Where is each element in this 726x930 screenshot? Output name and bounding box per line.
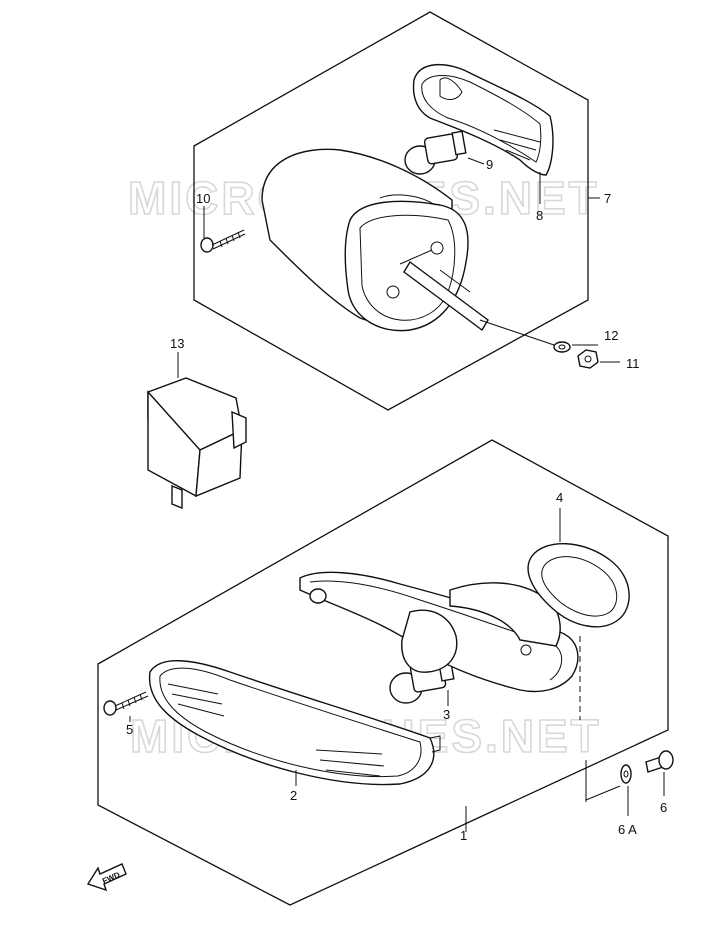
label-10: 10 xyxy=(196,191,210,206)
upper-assembly-frame xyxy=(193,11,589,411)
label-2: 2 xyxy=(290,788,297,803)
lower-assembly-frame xyxy=(97,439,669,906)
fwd-arrow-icon: FWD xyxy=(86,863,127,892)
label-4: 4 xyxy=(556,490,563,505)
label-5: 5 xyxy=(126,722,133,737)
label-8: 8 xyxy=(536,208,543,223)
lower-bolt[interactable] xyxy=(645,750,674,773)
label-13: 13 xyxy=(170,336,184,351)
label-11: 11 xyxy=(626,356,640,371)
lower-lens[interactable] xyxy=(148,660,441,786)
flasher-relay[interactable] xyxy=(147,352,247,510)
label-12: 12 xyxy=(604,328,618,343)
lower-gasket[interactable] xyxy=(527,543,630,628)
lower-leaders xyxy=(129,508,665,832)
upper-washer[interactable] xyxy=(553,341,571,353)
label-7: 7 xyxy=(604,191,611,206)
upper-lens[interactable] xyxy=(412,63,554,176)
upper-bulb[interactable] xyxy=(404,130,467,175)
upper-screw[interactable] xyxy=(200,229,246,253)
label-1: 1 xyxy=(460,828,467,843)
upper-nut[interactable] xyxy=(577,349,599,369)
lower-socket-housing[interactable] xyxy=(299,571,579,693)
label-6: 6 xyxy=(660,800,667,815)
label-3: 3 xyxy=(443,707,450,722)
lower-washer[interactable] xyxy=(620,764,632,784)
label-9: 9 xyxy=(486,157,493,172)
upper-leaders xyxy=(203,157,620,363)
lower-screw[interactable] xyxy=(103,691,149,716)
label-6a: 6 A xyxy=(618,822,637,837)
lamp-wire xyxy=(399,249,489,332)
